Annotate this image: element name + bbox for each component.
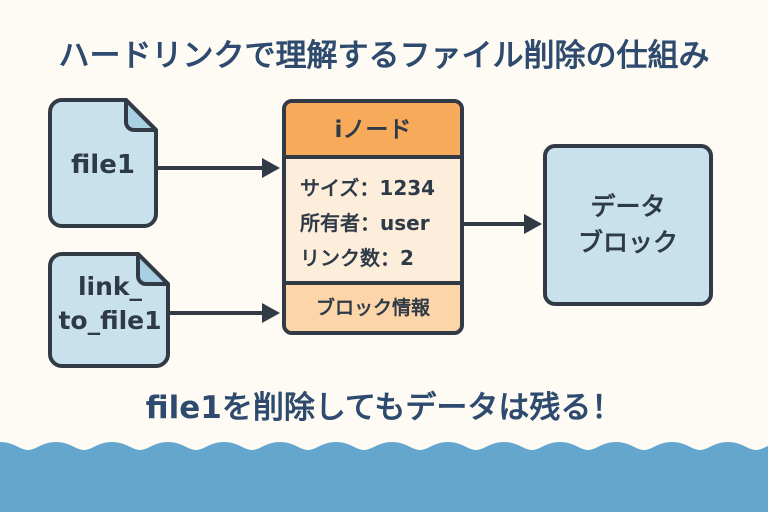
data-block-label-line-1: データ xyxy=(590,192,666,221)
inode-attributes: サイズ：1234 所有者：user リンク数：2 xyxy=(286,159,460,285)
inode-box: iノード サイズ：1234 所有者：user リンク数：2 ブロック情報 xyxy=(282,99,464,335)
file-icon xyxy=(48,252,170,368)
arrow-file1-to-inode xyxy=(158,158,280,178)
conclusion-message: file1を削除してもデータは残る！ xyxy=(145,390,623,426)
file-icon xyxy=(48,98,158,228)
arrow-inode-to-data-block xyxy=(464,214,542,234)
file1-node: file1 xyxy=(48,98,158,228)
link-to-file1-node: link_ to_file1 xyxy=(48,250,172,368)
link-to-file1-label: link_ to_file1 xyxy=(48,270,172,338)
diagram-title: ハードリンクで理解するファイル削除の仕組み xyxy=(58,38,710,74)
inode-size-row: サイズ：1234 xyxy=(300,176,436,200)
inode-block-info: ブロック情報 xyxy=(286,285,460,331)
link-label-line-2: to_file1 xyxy=(58,306,162,335)
link-label-line-1: link_ xyxy=(77,272,143,301)
inode-owner-row: 所有者：user xyxy=(300,211,430,235)
data-block-label-line-2: ブロック xyxy=(577,228,678,257)
data-block-node: データ ブロック xyxy=(543,144,713,306)
inode-header: iノード xyxy=(286,103,460,159)
wave-decoration xyxy=(0,442,768,512)
inode-link-count-row: リンク数：2 xyxy=(300,246,414,270)
file1-label: file1 xyxy=(71,150,135,180)
arrow-link-to-inode xyxy=(170,303,280,323)
